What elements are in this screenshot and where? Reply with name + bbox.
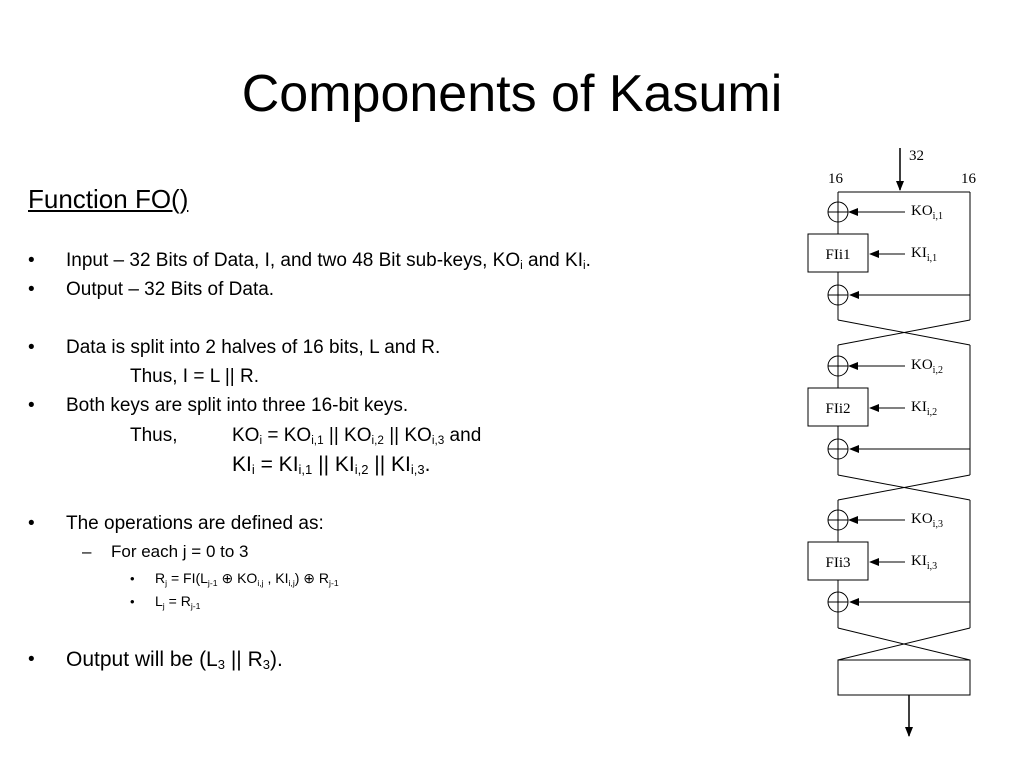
bullet-marker: • <box>28 513 35 534</box>
bullet-marker: • <box>28 337 35 358</box>
xor-icon <box>827 201 849 223</box>
bullet-marker: • <box>28 279 35 300</box>
dash-marker: – <box>82 542 92 561</box>
swap-line <box>837 319 971 346</box>
swap-line <box>837 474 971 501</box>
bullet-marker: • <box>28 649 35 670</box>
bullet-operations: The operations are defined as: <box>66 513 324 534</box>
swap-line <box>837 474 971 501</box>
ko-label: KOi,1 <box>911 203 943 222</box>
slide-title: Components of Kasumi <box>241 65 783 123</box>
xor-icon <box>827 591 849 613</box>
ki-label: KIi,1 <box>911 245 937 264</box>
right-bits-label: 16 <box>961 171 977 187</box>
bullet-output: Output – 32 Bits of Data. <box>66 279 275 300</box>
ki-label: KIi,2 <box>911 399 937 418</box>
swap-line <box>837 627 971 661</box>
round-2: FIi2 KOi,2 KIi,2 <box>807 345 971 501</box>
thus-label: Thus, <box>130 425 178 446</box>
xor-icon <box>827 355 849 377</box>
ki-split-line: KIi = KIi,1 || KIi,2 || KIi,3. <box>232 453 431 477</box>
bullet-input: Input – 32 Bits of Data, I, and two 48 B… <box>66 250 591 272</box>
round-3: FIi3 KOi,3 KIi,3 <box>807 500 971 661</box>
bullet-final-output: Output will be (L3 || R3). <box>66 648 283 672</box>
fi-box <box>807 541 869 581</box>
fi-label: FIi3 <box>825 555 850 571</box>
sub-bullet-foreach: For each j = 0 to 3 <box>111 542 249 561</box>
bullet-marker: • <box>130 594 135 609</box>
input-bits-label: 32 <box>909 148 924 164</box>
bullet-marker: • <box>28 395 35 416</box>
xor-icon <box>827 284 849 306</box>
bullet-marker: • <box>28 250 35 271</box>
ko-label: KOi,2 <box>911 357 943 376</box>
xor-icon <box>827 438 849 460</box>
thus-line: Thus, I = L || R. <box>130 366 260 387</box>
bullet-marker: • <box>130 571 135 586</box>
fi-box <box>807 387 869 427</box>
round-1: FIi1 KOi,1 KIi,1 <box>807 192 971 346</box>
ko-label: KOi,3 <box>911 511 943 530</box>
ki-label: KIi,3 <box>911 553 937 572</box>
bullet-keys: Both keys are split into three 16-bit ke… <box>66 395 409 416</box>
left-bits-label: 16 <box>828 171 844 187</box>
bullet-split: Data is split into 2 halves of 16 bits, … <box>66 337 441 358</box>
section-heading: Function FO() <box>28 184 189 214</box>
formula-lj: Lj = Rj-1 <box>155 593 201 611</box>
fi-box <box>807 233 869 273</box>
swap-line <box>837 627 971 661</box>
xor-icon <box>827 509 849 531</box>
swap-line <box>837 319 971 346</box>
fi-label: FIi1 <box>825 247 850 263</box>
fi-label: FIi2 <box>825 401 850 417</box>
output-box <box>837 659 971 696</box>
ko-split-line: KOi = KOi,1 || KOi,2 || KOi,3 and <box>232 425 482 447</box>
formula-rj: Rj = FI(Lj-1 ⊕ KOi,j , KIi,j) ⊕ Rj-1 <box>155 570 339 588</box>
